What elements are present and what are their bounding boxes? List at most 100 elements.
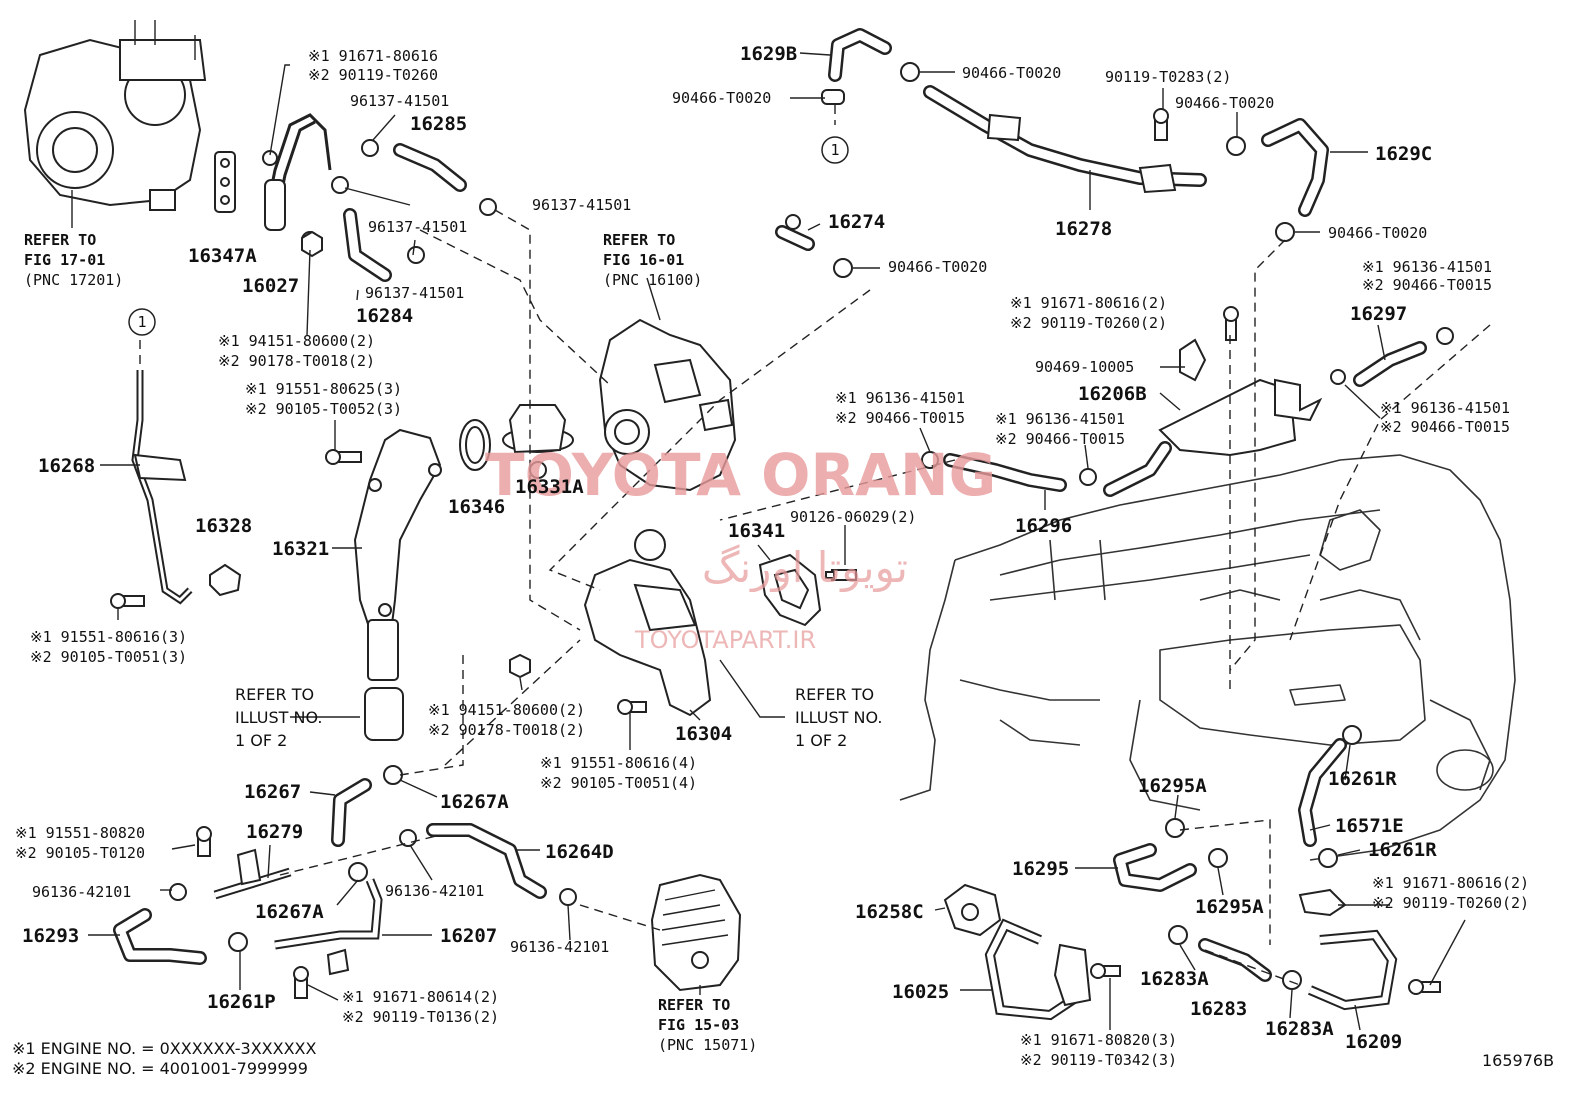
clip-90469-10005 [1179, 338, 1207, 382]
label-16331A: 16331A [515, 476, 584, 498]
svg-text:※2 90466-T0015: ※2 90466-T0015 [995, 430, 1125, 448]
clamp-90466-T0020-c [1226, 136, 1246, 156]
svg-text:96136-42101: 96136-42101 [510, 938, 609, 956]
label-16261R-1: 16261R [1328, 768, 1397, 790]
water-pump-housing [598, 318, 737, 492]
svg-text:※2 90119-T0260(2): ※2 90119-T0260(2) [1010, 314, 1167, 332]
svg-text:※2 90178-T0018(2): ※2 90178-T0018(2) [218, 352, 375, 370]
water-inlet-16304 [583, 529, 712, 717]
clamp-16267A-2 [348, 862, 368, 882]
label-16297: 16297 [1350, 303, 1407, 325]
clamp-16283A-1 [1168, 925, 1188, 945]
svg-text:※2 90119-T0342(3): ※2 90119-T0342(3) [1020, 1051, 1177, 1069]
gasket-16258C [943, 883, 1002, 937]
label-16274: 16274 [828, 211, 885, 233]
svg-text:※1 91671-80616(2): ※1 91671-80616(2) [1010, 294, 1167, 312]
label-16283A-2: 16283A [1265, 1018, 1334, 1040]
label-16268: 16268 [38, 455, 95, 477]
label-16284: 16284 [356, 305, 413, 327]
label-16279: 16279 [246, 821, 303, 843]
svg-text:※1 96136-41501: ※1 96136-41501 [835, 389, 965, 407]
svg-text:※1 91551-80820: ※1 91551-80820 [15, 824, 145, 842]
hose-16206B-tail [1103, 441, 1172, 497]
callout-marker-1-left: 1 [128, 308, 156, 336]
label-16304: 16304 [675, 723, 732, 745]
reference-fig17: REFER TO FIG 17-01 (PNC 17201) [24, 231, 123, 289]
hose-16296 [921, 451, 1097, 492]
svg-text:※2 90466-T0015: ※2 90466-T0015 [1380, 418, 1510, 436]
svg-text:REFER TO: REFER TO [658, 996, 730, 1014]
svg-text:※2 90105-T0051(4): ※2 90105-T0051(4) [540, 774, 697, 792]
label-16207: 16207 [440, 925, 497, 947]
footnote-1: ※1 ENGINE NO. = 0XXXXXX-3XXXXXX [12, 1039, 317, 1058]
nut-94151-80600-b [509, 653, 531, 679]
svg-text:REFER TO: REFER TO [24, 231, 96, 249]
svg-text:※1 91671-80614(2): ※1 91671-80614(2) [342, 988, 499, 1006]
label-16267: 16267 [244, 781, 301, 803]
svg-text:96137-41501: 96137-41501 [365, 284, 464, 302]
label-16264D: 16264D [545, 841, 614, 863]
svg-text:(PNC 15071): (PNC 15071) [658, 1036, 757, 1054]
svg-text:(PNC 17201): (PNC 17201) [24, 271, 123, 289]
svg-text:※2 90119-T0136(2): ※2 90119-T0136(2) [342, 1008, 499, 1026]
label-16027: 16027 [242, 275, 299, 297]
label-16283: 16283 [1190, 998, 1247, 1020]
label-16206B: 16206B [1078, 383, 1147, 405]
clamp-16295A-1 [1165, 818, 1185, 838]
diagram-id: 165976B [1482, 1051, 1554, 1070]
nut-94151-80600-a [301, 230, 323, 258]
svg-text:FIG 17-01: FIG 17-01 [24, 251, 105, 269]
pipe-16268 [131, 370, 193, 605]
svg-text:90466-T0020: 90466-T0020 [962, 64, 1061, 82]
reference-fig16: REFER TO FIG 16-01 (PNC 16100) [603, 231, 702, 289]
svg-text:※2 90119-T0260: ※2 90119-T0260 [308, 66, 438, 84]
gasket-16341 [758, 553, 822, 627]
bolt-91551-80616-4 [617, 699, 647, 715]
gasket-16347A [214, 151, 236, 213]
svg-text:1: 1 [830, 141, 839, 159]
leader-lines [71, 52, 1466, 1031]
hardware-code-labels: 90466-T0020 90466-T0020 90119-T0283(2) 9… [15, 47, 1529, 1069]
watermark-line2: تویوتا اورنگ [702, 543, 908, 592]
label-16261P: 16261P [207, 991, 276, 1013]
svg-text:90466-T0020: 90466-T0020 [1328, 224, 1427, 242]
hose-segment-illust-left [364, 687, 404, 741]
svg-text:1: 1 [137, 313, 146, 331]
reference-illust-left: REFER TO ILLUST NO. 1 OF 2 [235, 685, 322, 750]
svg-text:※1 91671-80616(2): ※1 91671-80616(2) [1372, 874, 1529, 892]
clamp-90466-T0020-b [821, 89, 845, 105]
pipe-16209 [1298, 888, 1398, 1011]
clamp-16283A-2 [1282, 970, 1302, 990]
hose-16264D [426, 823, 547, 899]
label-16328: 16328 [195, 515, 252, 537]
hose-16297 [1330, 327, 1454, 387]
label-16295: 16295 [1012, 858, 1069, 880]
turbocharger [23, 20, 207, 211]
svg-text:90469-10005: 90469-10005 [1035, 358, 1134, 376]
hose-1629C [1261, 118, 1329, 217]
svg-text:※1 91551-80616(4): ※1 91551-80616(4) [540, 754, 697, 772]
svg-text:90119-T0283(2): 90119-T0283(2) [1105, 68, 1231, 86]
footnotes: ※1 ENGINE NO. = 0XXXXXX-3XXXXXX ※2 ENGIN… [12, 1039, 317, 1078]
bolt-91551-80616-3 [110, 593, 145, 609]
clamp-16295A-2 [1208, 848, 1228, 868]
clamp-96136-42101-a [169, 883, 187, 901]
hose-16283 [1198, 938, 1272, 982]
svg-text:※1 91671-80616: ※1 91671-80616 [308, 47, 438, 65]
thermostat-16331A [502, 404, 574, 479]
svg-text:96136-42101: 96136-42101 [32, 883, 131, 901]
svg-text:※2 90105-T0120: ※2 90105-T0120 [15, 844, 145, 862]
watermark: TOYOTA ORANG تویوتا اورنگ TOYOTAPART.IR [485, 441, 996, 654]
svg-text:※2 90119-T0260(2): ※2 90119-T0260(2) [1372, 894, 1529, 912]
bolt-91671-80616-b2 [1408, 979, 1441, 995]
clamp-96136-42101-c [559, 888, 577, 906]
label-16295A-1: 16295A [1138, 775, 1207, 797]
clamp-90466-T0020-a [900, 62, 920, 82]
svg-text:90126-06029(2): 90126-06029(2) [790, 508, 916, 526]
label-16261R-2: 16261R [1368, 839, 1437, 861]
svg-text:90466-T0020: 90466-T0020 [888, 258, 987, 276]
reference-fig15: REFER TO FIG 15-03 (PNC 15071) [658, 996, 757, 1054]
label-16278: 16278 [1055, 218, 1112, 240]
part-number-labels: 1629B 1629C 16278 16274 16285 16347A 160… [22, 43, 1437, 1053]
